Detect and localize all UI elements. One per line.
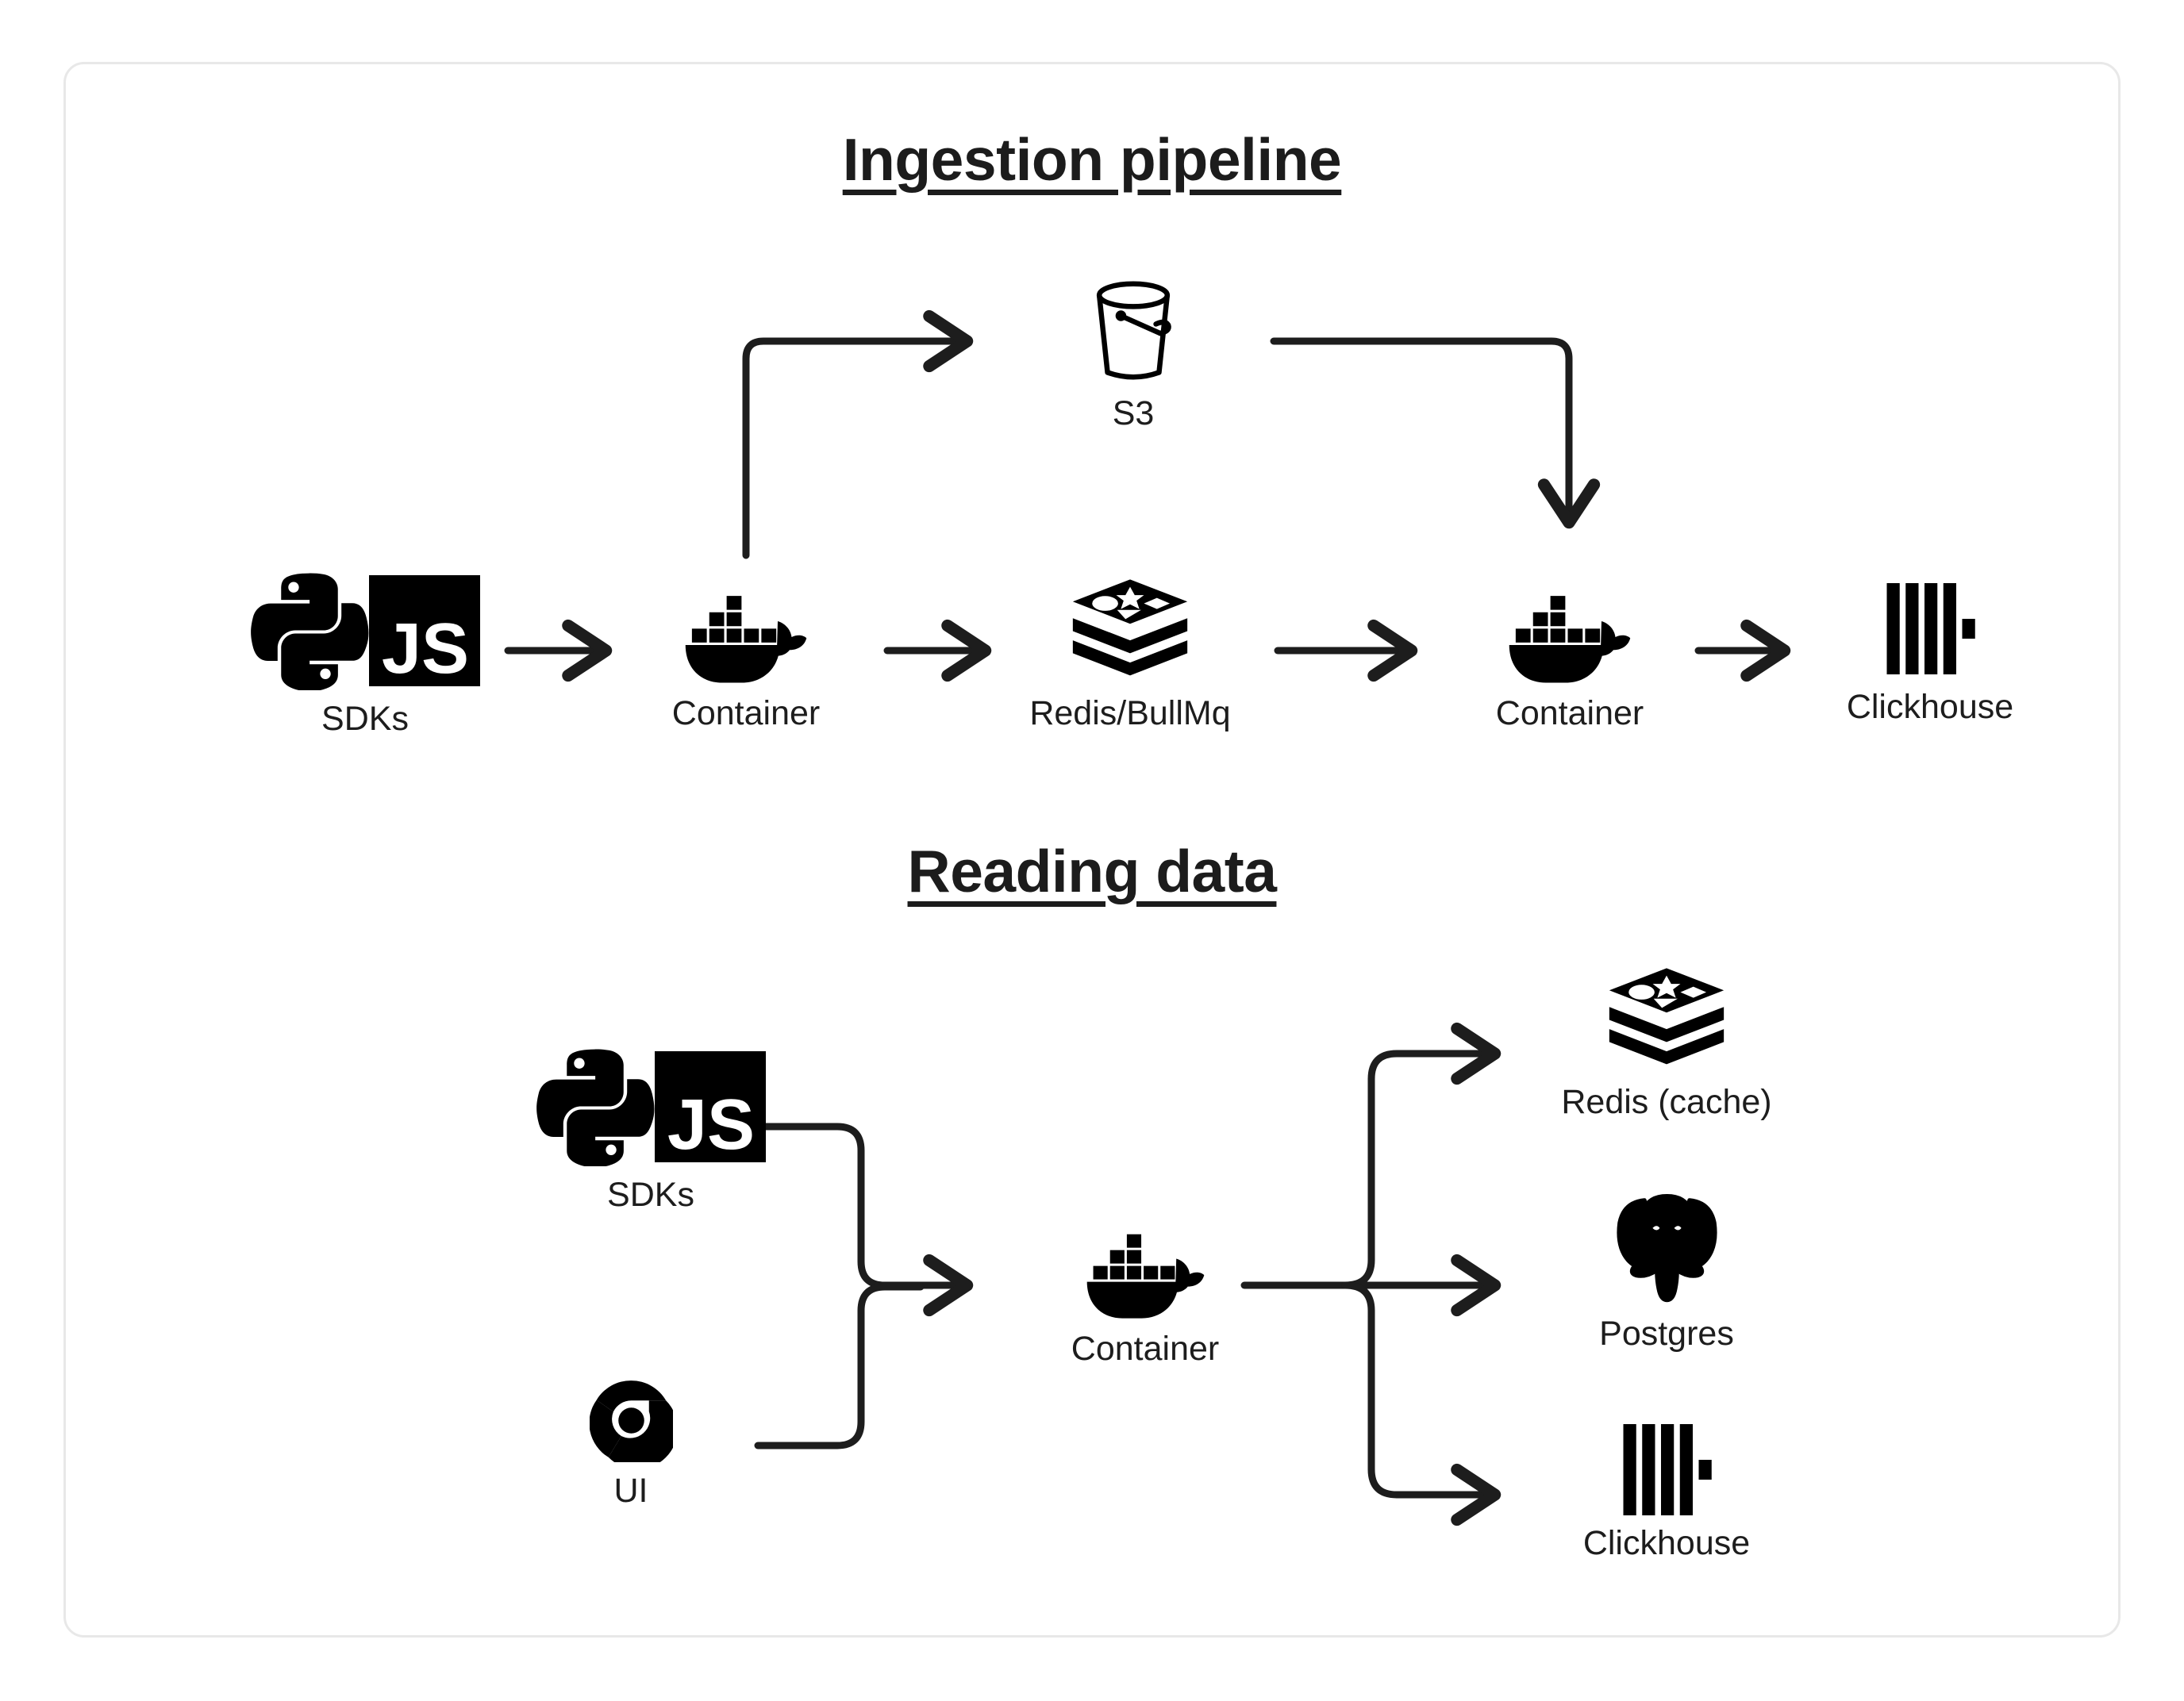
chrome-logo-glyph: [589, 1380, 673, 1462]
node-ui[interactable]: UI: [496, 1379, 766, 1509]
python-js-sdk-icon: JS: [536, 1047, 766, 1166]
redis-stack-glyph: [1609, 968, 1725, 1065]
node-redis[interactable]: Redis/BullMq: [995, 578, 1265, 731]
node-label-sdks: SDKs: [321, 700, 409, 738]
edge-container1-to-s3: [742, 309, 974, 559]
postgres-elephant-icon: [1613, 1190, 1721, 1305]
node-rediscache[interactable]: Redis (cache): [1532, 966, 1801, 1120]
node-postgres[interactable]: Postgres: [1532, 1190, 1801, 1352]
docker-whale-icon: [682, 586, 809, 685]
redis-stack-icon: [1071, 578, 1190, 685]
js-logo-text: JS: [381, 609, 469, 689]
node-label-container2: Container: [1495, 694, 1644, 732]
node-label-container1: Container: [671, 694, 821, 732]
javascript-logo-icon: JS: [655, 1051, 766, 1162]
redis-stack-icon: [1607, 966, 1726, 1073]
node-sdks2[interactable]: JS SDKs: [516, 1047, 786, 1213]
edge-sdks2-to-container3: [754, 1123, 974, 1317]
redis-stack-glyph: [1072, 579, 1188, 676]
postgres-elephant-glyph: [1616, 1194, 1717, 1303]
node-label-s3: S3: [1112, 394, 1155, 432]
docker-whale-glyph: [1086, 1234, 1204, 1319]
s3-bucket-glyph: [1096, 281, 1171, 380]
clickhouse-bars-icon: [1881, 579, 1980, 678]
docker-whale-icon: [1084, 1224, 1207, 1320]
clickhouse-bars-glyph: [1886, 583, 1975, 674]
clickhouse-bars-glyph: [1623, 1424, 1712, 1515]
node-s3[interactable]: S3: [998, 278, 1268, 432]
s3-bucket-icon: [1082, 278, 1185, 385]
edge-container3-to-rediscache: [1341, 1022, 1502, 1289]
node-clickhouse[interactable]: Clickhouse: [1795, 579, 2065, 725]
edge-ui-to-container3: [754, 1283, 925, 1449]
node-label-container3: Container: [1071, 1330, 1220, 1368]
node-container2[interactable]: Container: [1435, 586, 1705, 731]
edge-container3-to-clickhouse2: [1341, 1281, 1502, 1526]
docker-whale-glyph: [685, 596, 807, 683]
node-label-sdks2: SDKs: [607, 1176, 694, 1214]
javascript-logo-icon: JS: [369, 575, 480, 686]
js-logo-text: JS: [667, 1085, 755, 1165]
node-label-rediscache: Redis (cache): [1561, 1083, 1772, 1121]
node-container3[interactable]: Container: [1010, 1224, 1280, 1367]
python-logo-icon: [536, 1049, 655, 1166]
node-clickhouse2[interactable]: Clickhouse: [1532, 1420, 1801, 1561]
docker-whale-icon: [1506, 586, 1633, 685]
docker-whale-glyph: [1509, 596, 1631, 683]
diagram-card: [63, 62, 2121, 1638]
node-sdks[interactable]: JS SDKs: [230, 571, 500, 737]
node-container1[interactable]: Container: [611, 586, 881, 731]
python-logo-icon: [251, 573, 369, 690]
node-label-ui: UI: [613, 1472, 648, 1510]
section-title-reading: Reading data: [907, 838, 1277, 904]
chrome-browser-icon: [589, 1379, 673, 1462]
node-label-postgres: Postgres: [1599, 1315, 1734, 1353]
python-js-sdk-icon: JS: [250, 571, 480, 690]
edge-s3-to-container2: [1270, 337, 1601, 529]
node-label-redis: Redis/BullMq: [1029, 694, 1231, 732]
node-label-clickhouse2: Clickhouse: [1582, 1524, 1751, 1562]
clickhouse-bars-icon: [1617, 1420, 1717, 1519]
section-title-ingestion: Ingestion pipeline: [842, 126, 1342, 193]
node-label-clickhouse: Clickhouse: [1846, 688, 2014, 726]
